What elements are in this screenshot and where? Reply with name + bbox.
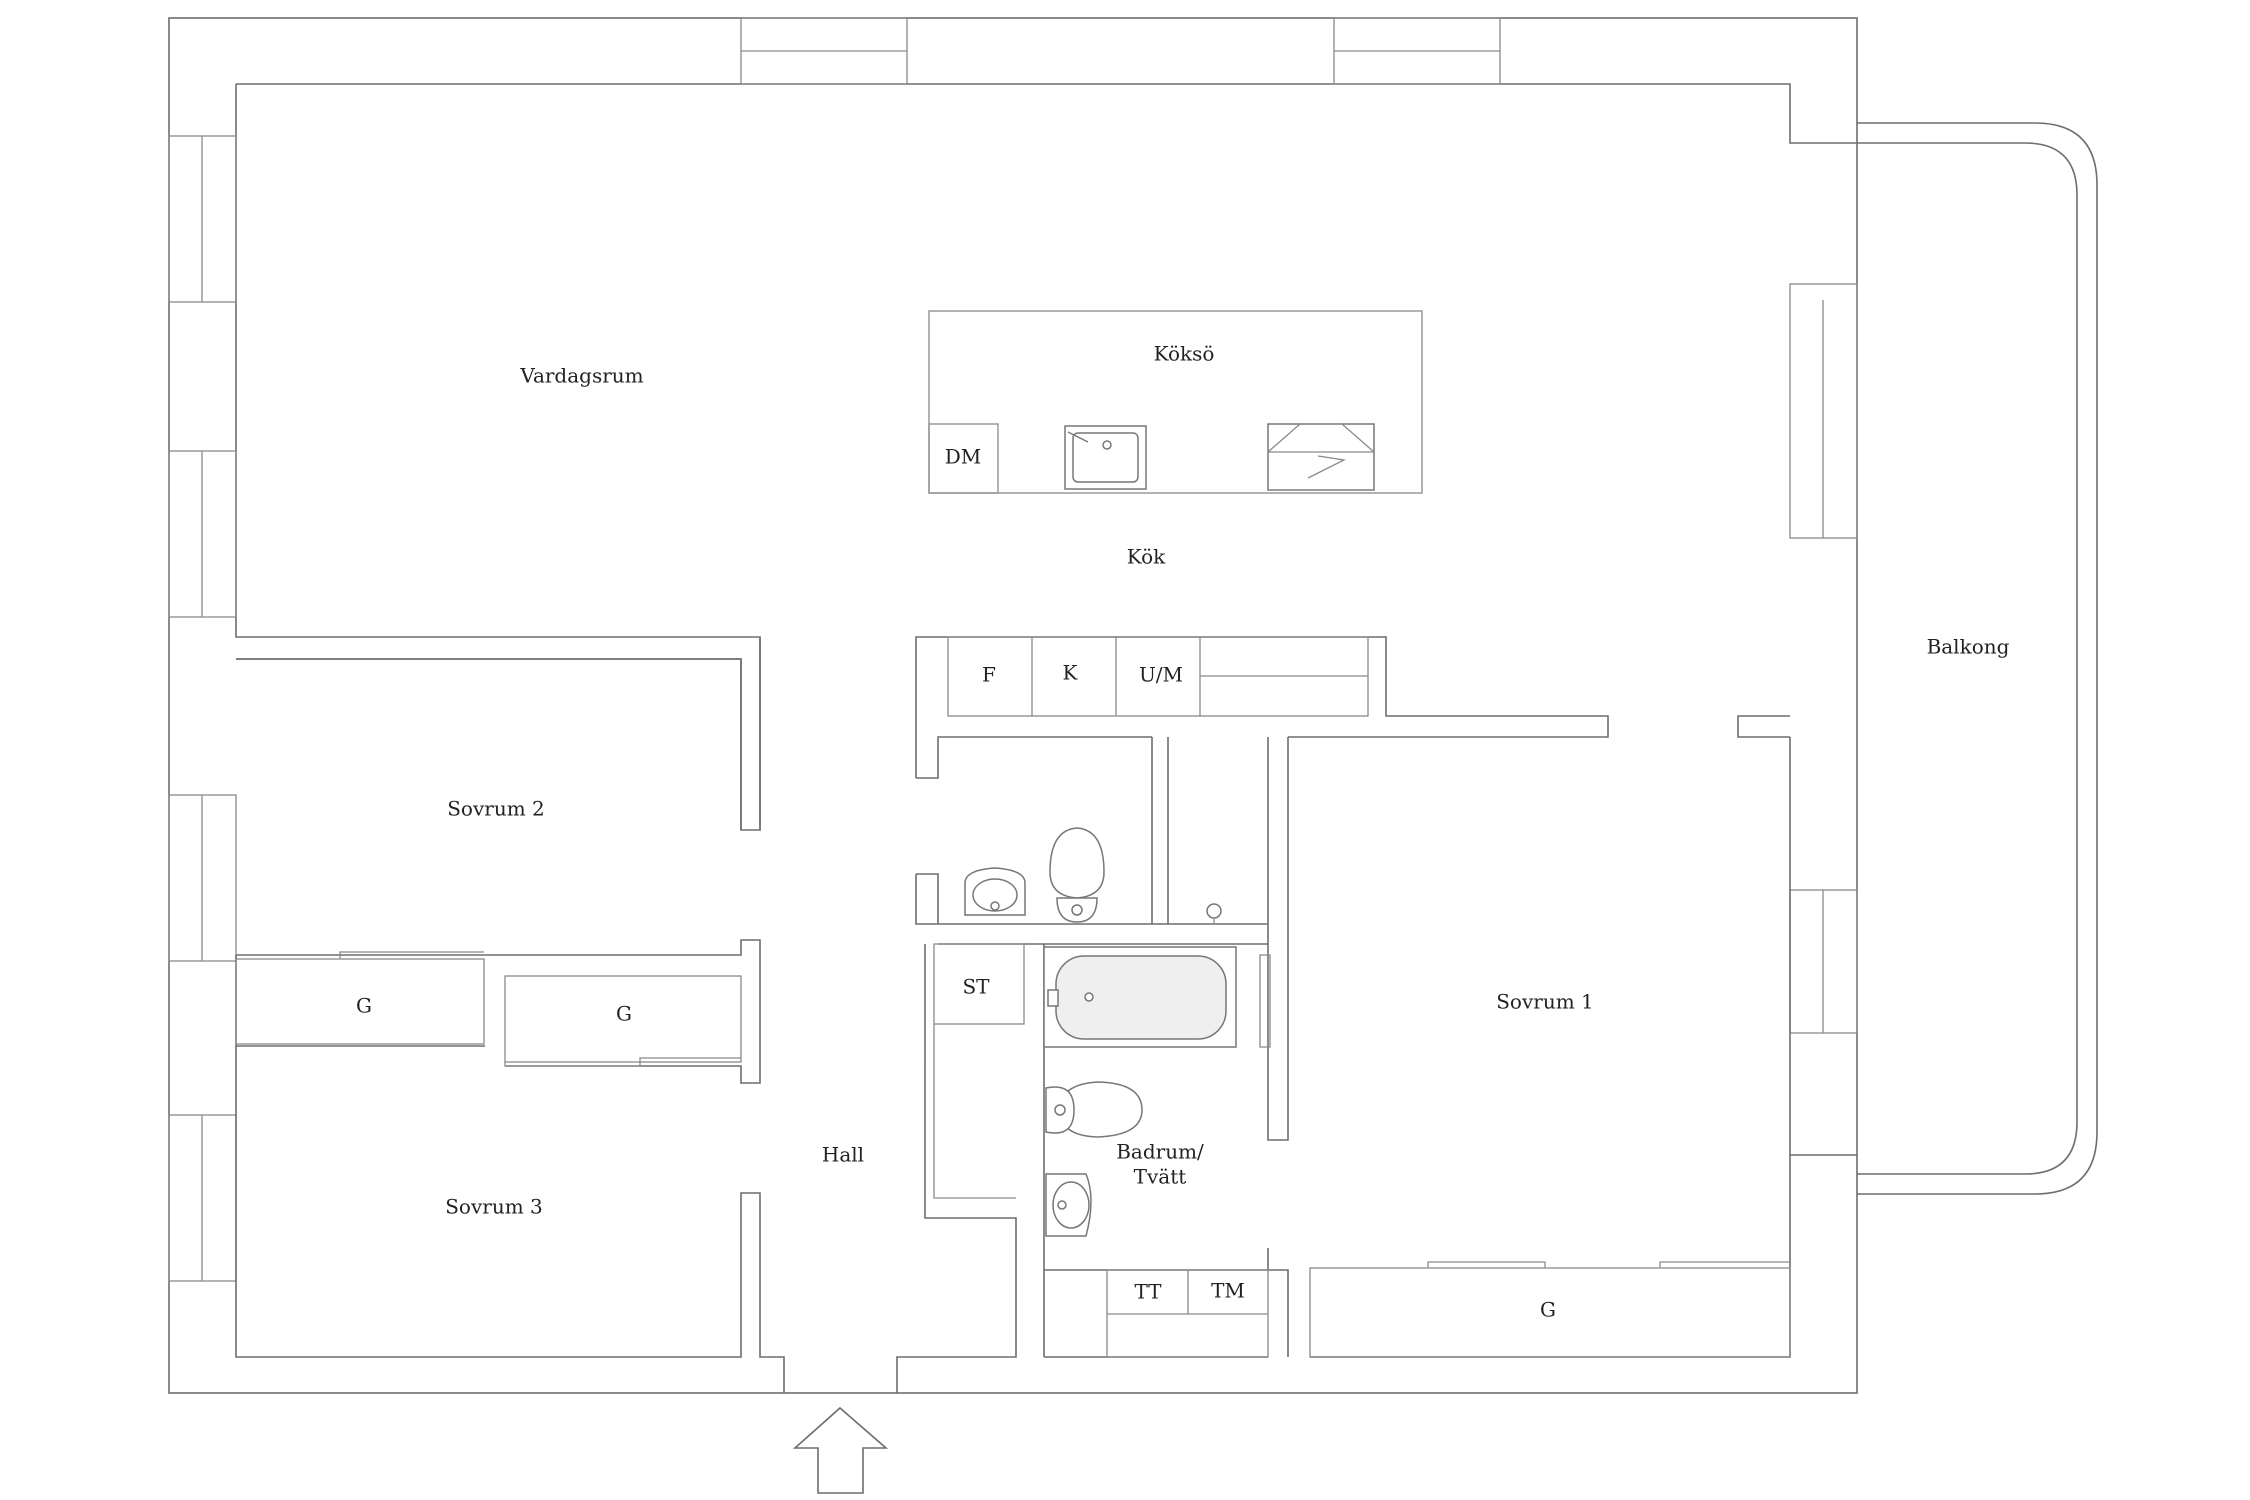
closets (235, 951, 1791, 1358)
label-f: F (982, 663, 996, 687)
label-koksö: Köksö (1154, 342, 1215, 366)
toilet-icon (1049, 827, 1105, 899)
fixture-labels: DM F K U/M ST TT TM G G G (356, 445, 1556, 1322)
label-sovrum2: Sovrum 2 (447, 797, 545, 821)
label-st: ST (962, 975, 990, 999)
interior-walls (235, 636, 1791, 1393)
label-k: K (1063, 661, 1079, 685)
label-vardagsrum: Vardagsrum (519, 364, 643, 388)
label-balkong: Balkong (1927, 635, 2010, 659)
shower-icon (1206, 903, 1222, 919)
label-sovrum1: Sovrum 1 (1496, 990, 1594, 1014)
label-dm: DM (945, 445, 982, 469)
room-labels: Vardagsrum Köksö Kök Balkong Sovrum 1 So… (445, 342, 2009, 1219)
kitchen-island (928, 310, 1423, 494)
entrance-arrow-icon (792, 1406, 889, 1494)
label-badrum: Badrum/ (1116, 1140, 1204, 1164)
label-g-sovrum1: G (1540, 1298, 1556, 1322)
label-tm: TM (1211, 1279, 1245, 1303)
toilet-icon (1059, 1081, 1143, 1138)
label-tt: TT (1134, 1280, 1162, 1304)
label-sovrum3: Sovrum 3 (445, 1195, 543, 1219)
label-tvatt: Tvätt (1134, 1165, 1187, 1189)
label-g-sovrum3: G (616, 1002, 632, 1026)
bathroom-fixtures (964, 827, 1271, 1237)
outer-walls (168, 17, 1858, 1394)
label-kok: Kök (1127, 545, 1166, 569)
kitchen (928, 310, 1423, 717)
balcony (1857, 122, 2098, 1195)
label-g-sovrum2: G (356, 994, 372, 1018)
label-um: U/M (1139, 663, 1183, 687)
label-hall: Hall (822, 1143, 864, 1167)
dishwasher-cabinet (928, 423, 999, 494)
